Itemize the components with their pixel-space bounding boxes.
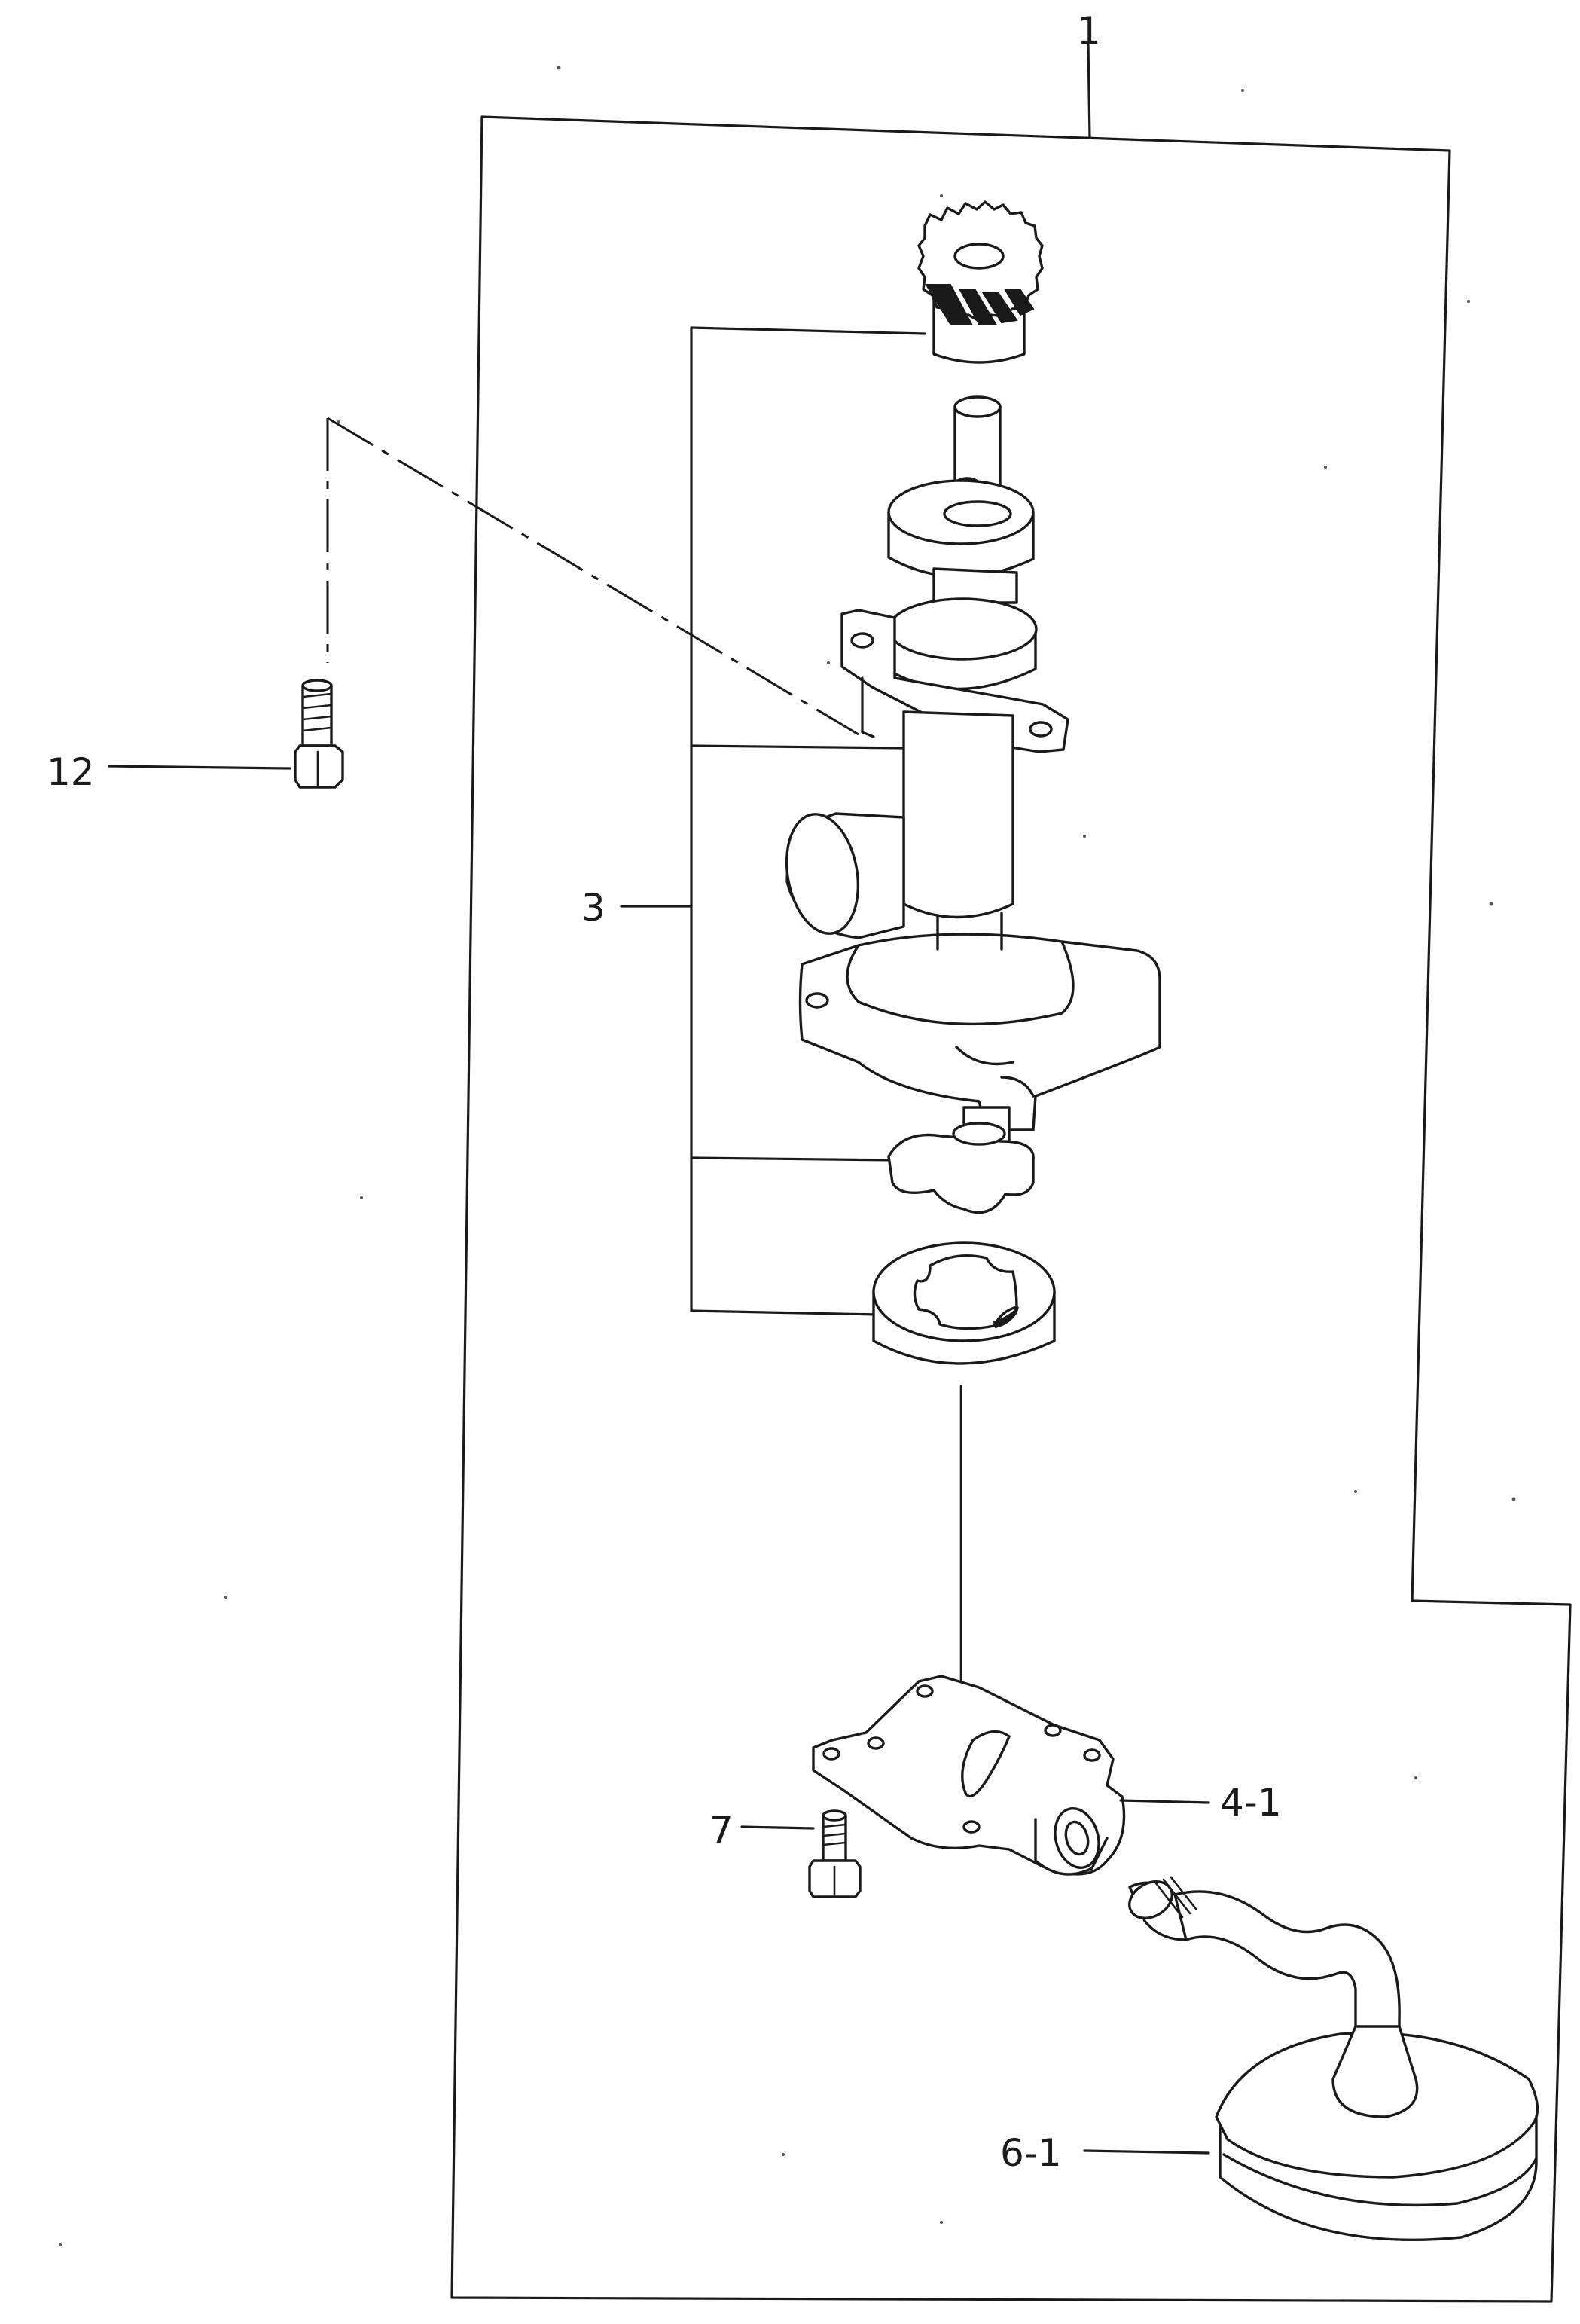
- pump-outlet-port: [785, 812, 905, 939]
- callout-4-1: 4-1: [1220, 1781, 1282, 1825]
- callout-leader-12: [108, 765, 291, 770]
- callout-leader-4-1: [1119, 1799, 1210, 1804]
- pump-body-column: [861, 676, 1014, 919]
- outer-rotor: [872, 1241, 1056, 1365]
- callout-leader-7: [740, 1825, 815, 1830]
- inner-rotor: [887, 1122, 1035, 1214]
- callout-12: 12: [47, 750, 95, 794]
- cover-bolt: [808, 1809, 862, 1898]
- callout-leader-6-1: [1083, 2149, 1210, 2155]
- pump-cover: [812, 1675, 1126, 1876]
- callout-7: 7: [709, 1809, 734, 1852]
- shaft-collar-lower: [887, 597, 1038, 691]
- callout-1: 1: [1077, 9, 1101, 53]
- subassembly-bracket-3: [620, 326, 926, 1316]
- callout-leader-1: [1087, 44, 1091, 139]
- assembly-boundary: [450, 115, 1572, 2303]
- callout-3: 3: [581, 886, 605, 930]
- shaft-collar-upper: [887, 479, 1035, 579]
- mounting-bolt: [294, 679, 344, 789]
- pump-housing: [798, 912, 1161, 1131]
- scan-noise: [59, 66, 1516, 2246]
- mounting-bolt-alignment: [326, 417, 859, 736]
- callout-6-1: 6-1: [1000, 2131, 1062, 2175]
- shaft-neck: [932, 567, 1018, 604]
- drive-gear: [917, 200, 1044, 364]
- oil-strainer: [1128, 1876, 1539, 2242]
